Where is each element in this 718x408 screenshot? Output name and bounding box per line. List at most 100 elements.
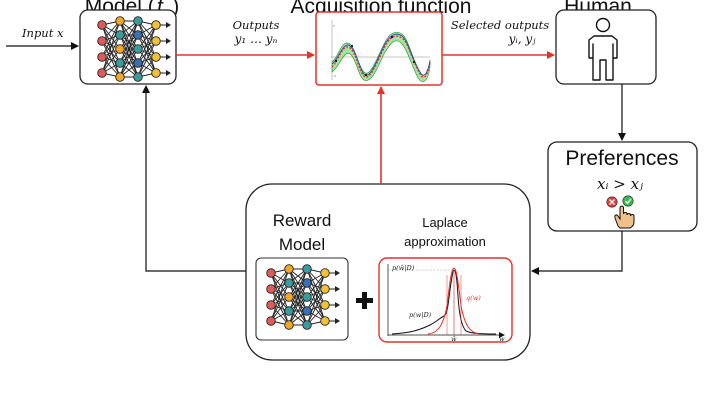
network-node	[97, 52, 107, 62]
network-edge	[101, 20, 121, 58]
network-node	[266, 316, 276, 326]
network-node	[133, 44, 143, 54]
network-edge	[270, 272, 290, 298]
preferences-title: Preferences	[565, 147, 678, 170]
network-node	[320, 316, 330, 326]
network-edge	[270, 268, 290, 306]
network-edge	[288, 282, 308, 326]
plot-label-pwhat: p(ŵ|D)	[392, 264, 415, 272]
network-output-arrowhead	[335, 286, 340, 292]
network-output-arrowhead	[335, 270, 340, 276]
network-edge	[306, 268, 326, 322]
outputs-label: Outputs	[233, 18, 280, 32]
network-node	[97, 68, 107, 78]
network-node	[133, 72, 143, 82]
network-edge	[137, 48, 157, 74]
network-output-arrowhead	[166, 38, 171, 44]
network-edge	[270, 296, 290, 322]
network-edge	[306, 282, 326, 322]
network-node	[284, 278, 294, 288]
network-edge	[137, 20, 157, 74]
network-node	[302, 278, 312, 288]
network-edge	[306, 268, 326, 306]
network-node	[266, 300, 276, 310]
network-edge	[101, 48, 121, 74]
network-edge	[288, 268, 308, 298]
network-node	[133, 30, 143, 40]
selected-outputs-vars: yᵢ, yⱼ	[508, 32, 537, 46]
network-node	[151, 52, 161, 62]
network-node	[115, 44, 125, 54]
network-edge	[270, 272, 290, 312]
network-node	[133, 58, 143, 68]
network-edge	[137, 24, 157, 78]
plot-label-what: ŵ	[451, 335, 457, 343]
network-edge	[101, 24, 121, 50]
network-node	[97, 20, 107, 30]
network-node	[284, 320, 294, 330]
network-edge	[101, 40, 121, 78]
network-edge	[101, 34, 121, 74]
network-node	[151, 36, 161, 46]
network-edge	[119, 20, 139, 50]
network-node	[320, 300, 330, 310]
reward-label-line1: Reward	[273, 211, 332, 230]
network-output-arrowhead	[166, 54, 171, 60]
network-edge	[101, 24, 121, 64]
plot-label-q: q(w)	[466, 294, 481, 302]
network-edge	[101, 24, 121, 78]
reward-network-icon	[266, 264, 340, 330]
network-edge	[288, 296, 308, 326]
network-edge	[270, 288, 290, 326]
network-edge	[137, 20, 157, 58]
network-node	[320, 284, 330, 294]
network-edge	[270, 268, 290, 322]
network-edge	[306, 272, 326, 312]
selected-outputs-label: Selected outputs	[451, 18, 549, 32]
network-edge	[137, 34, 157, 74]
network-edge	[270, 272, 290, 326]
network-edge	[288, 268, 308, 312]
network-edge	[137, 40, 157, 78]
svg-text:1: 1	[333, 24, 335, 28]
network-edge	[119, 48, 139, 78]
plot-label-p: p(w|D)	[409, 311, 432, 319]
network-output-arrowhead	[166, 22, 171, 28]
laplace-label-line1: Laplace	[422, 215, 468, 230]
network-node	[284, 264, 294, 274]
person-icon	[588, 17, 618, 81]
network-edge	[137, 24, 157, 64]
network-node	[115, 30, 125, 40]
network-output-arrowhead	[166, 70, 171, 76]
svg-text:-1: -1	[333, 74, 336, 78]
outputs-vars: y₁ … yₙ	[234, 32, 278, 46]
network-edge	[306, 288, 326, 326]
network-node	[115, 16, 125, 26]
plus-icon	[356, 292, 373, 309]
network-node	[302, 264, 312, 274]
reward-to-model-arrow	[142, 85, 246, 272]
cross-icon	[606, 196, 618, 208]
network-node	[133, 16, 143, 26]
pointing-hand-icon	[614, 205, 635, 229]
network-edge	[306, 272, 326, 298]
acquisition-box	[315, 11, 443, 86]
preferences-to-reward-arrow	[531, 231, 623, 275]
network-node	[151, 68, 161, 78]
check-icon	[622, 195, 634, 207]
network-edge	[137, 24, 157, 50]
network-node	[284, 292, 294, 302]
network-edge	[119, 20, 139, 64]
network-edge	[270, 282, 290, 322]
input-label: Input x	[21, 26, 64, 40]
network-node	[302, 292, 312, 302]
acquisition-plot-icon: 1 -1	[331, 20, 431, 82]
network-edge	[306, 272, 326, 326]
plot-label-w: w	[499, 335, 505, 343]
model-network-icon	[97, 16, 171, 82]
network-node	[151, 20, 161, 30]
network-edge	[101, 20, 121, 74]
network-node	[284, 306, 294, 316]
network-node	[115, 72, 125, 82]
